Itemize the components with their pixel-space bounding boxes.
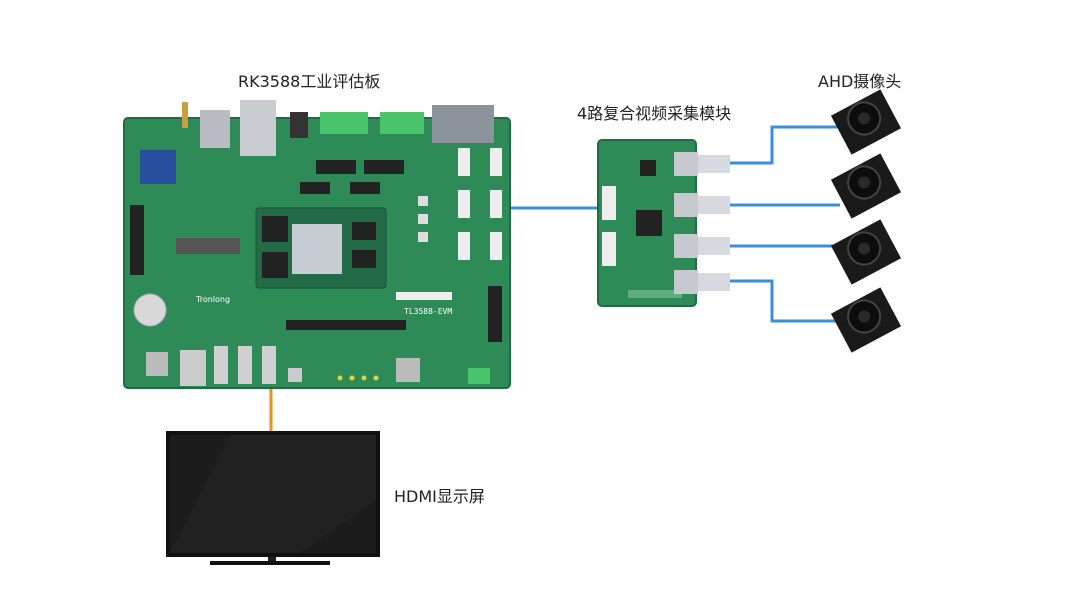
board-label: RK3588工业评估板 bbox=[238, 72, 381, 91]
camera-2 bbox=[830, 153, 902, 219]
cables bbox=[269, 125, 840, 434]
hdmi-monitor bbox=[166, 431, 380, 565]
cameras-label: AHD摄像头 bbox=[818, 72, 902, 91]
rk3588-board: Tronlong TL3588-EVM bbox=[123, 100, 511, 389]
display-label: HDMI显示屏 bbox=[394, 487, 485, 506]
module-label: 4路复合视频采集模块 bbox=[577, 104, 732, 123]
camera-3 bbox=[830, 219, 902, 285]
board-model-text: TL3588-EVM bbox=[404, 307, 452, 316]
capture-module bbox=[597, 139, 730, 307]
camera-cable-1 bbox=[730, 125, 840, 165]
board-brand-text: Tronlong bbox=[195, 295, 230, 304]
camera-cable-4 bbox=[730, 279, 840, 323]
camera-1 bbox=[830, 89, 902, 155]
bnc-connectors bbox=[674, 152, 730, 294]
camera-4 bbox=[830, 287, 902, 353]
